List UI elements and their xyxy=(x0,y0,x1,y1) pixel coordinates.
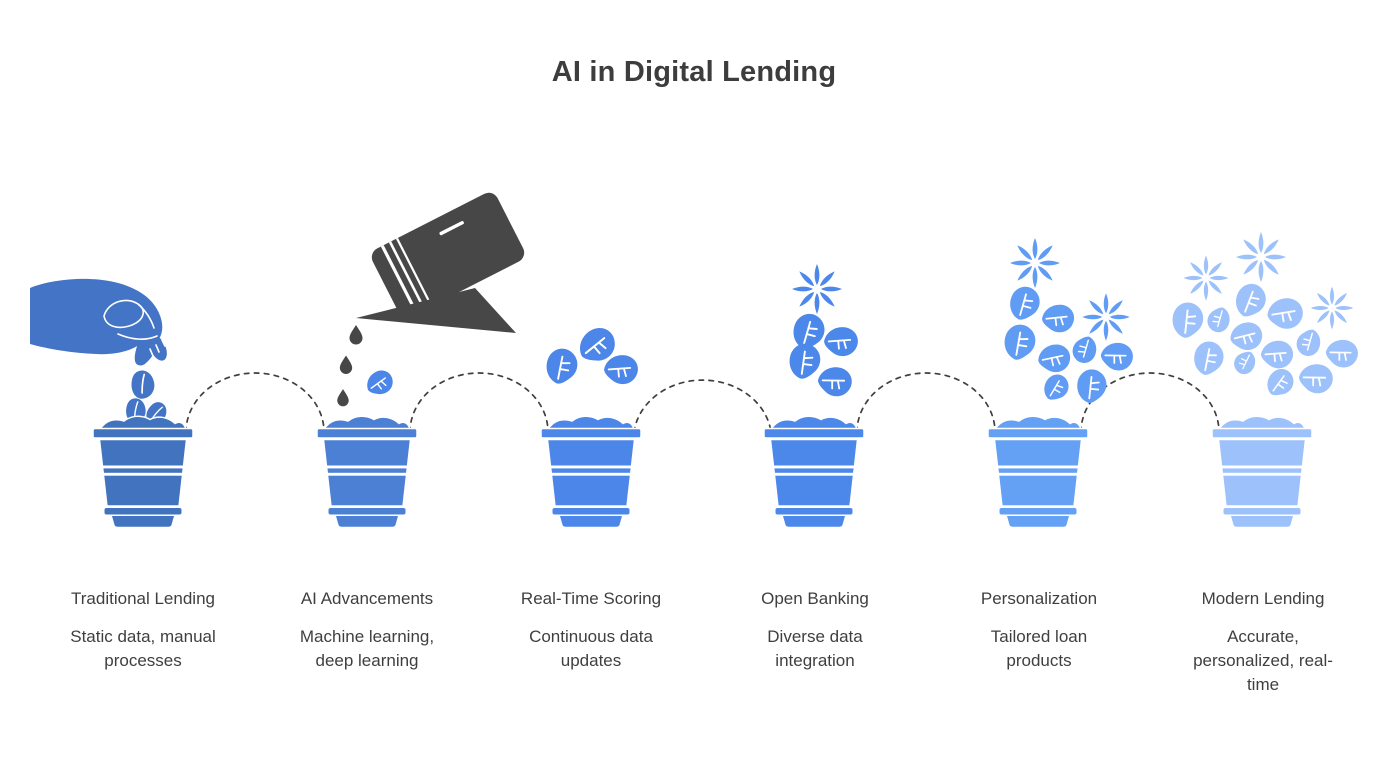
pot-icon xyxy=(541,416,641,527)
stage-description: Static data, manual processes xyxy=(70,627,216,671)
stage-label-real-time-scoring: Real-Time Scoring Continuous data update… xyxy=(479,588,703,697)
stage-illustration-open-banking xyxy=(764,264,864,527)
leaf-icon xyxy=(537,342,585,389)
pot-icon xyxy=(1212,416,1312,527)
pot-icon xyxy=(988,416,1088,527)
stage-label-ai-advancements: AI Advancements Machine learning, deep l… xyxy=(255,588,479,697)
leaf-icon xyxy=(1294,355,1340,401)
water-drop-icon xyxy=(337,389,349,407)
connector-arc xyxy=(185,372,325,433)
leaf-icon xyxy=(1256,332,1300,376)
leaf-icon xyxy=(1321,331,1365,375)
leaf-icon xyxy=(1002,280,1047,324)
leaf-icon xyxy=(1068,362,1114,408)
stage-name: Traditional Lending xyxy=(71,589,215,608)
leaf-icon xyxy=(1228,278,1272,321)
stage-description: Machine learning, deep learning xyxy=(299,627,435,671)
stage-label-personalization: Personalization Tailored loan products xyxy=(927,588,1151,697)
full-bloom-icon xyxy=(1163,232,1365,401)
leaf-icon xyxy=(1230,349,1260,378)
growth-illustration xyxy=(30,192,1365,560)
stage-illustration-traditional-lending xyxy=(30,278,193,527)
pot-icon xyxy=(764,416,864,527)
leaf-icon xyxy=(813,358,859,404)
leaf-icon xyxy=(1096,334,1140,378)
leaf-icon xyxy=(995,317,1043,365)
leaf-icon xyxy=(1262,289,1310,337)
stage-description: Tailored loan products xyxy=(990,627,1088,671)
flower-and-leaves-icon xyxy=(780,264,865,404)
flower-icon xyxy=(792,264,842,314)
stage-name: Modern Lending xyxy=(1201,589,1325,608)
flower-icon xyxy=(1082,293,1130,341)
sprouting-leaves-icon xyxy=(537,325,645,392)
leaf-icon xyxy=(1040,371,1073,403)
stage-name: Personalization xyxy=(980,589,1098,608)
hand-planting-seed-icon xyxy=(30,278,170,428)
leaf-icon xyxy=(578,325,618,364)
leaf-icon xyxy=(1185,335,1231,380)
connector-arc xyxy=(633,379,772,433)
water-drop-icon xyxy=(349,325,363,345)
leaf-icon xyxy=(819,318,865,364)
stage-label-modern-lending: Modern Lending Accurate, personalized, r… xyxy=(1151,588,1375,697)
flower-icon xyxy=(1236,232,1286,282)
stage-description: Diverse data integration xyxy=(767,627,863,671)
page-title: AI in Digital Lending xyxy=(551,56,837,88)
stage-label-open-banking: Open Banking Diverse data integration xyxy=(703,588,927,697)
stage-labels: Traditional Lending Static data, manual … xyxy=(31,588,1375,697)
stage-name: Open Banking xyxy=(761,589,869,608)
stage-illustration-modern-lending xyxy=(1163,232,1365,527)
connector-arcs xyxy=(185,372,1220,433)
leaf-icon xyxy=(1264,366,1297,398)
leaf-icon xyxy=(1037,296,1081,340)
flower-icon xyxy=(1010,238,1060,288)
stage-name: AI Advancements xyxy=(300,589,434,608)
flower-icon xyxy=(1183,255,1229,301)
leaf-icon xyxy=(1034,337,1077,379)
stage-name: Real-Time Scoring xyxy=(520,589,662,608)
pot-icon xyxy=(93,416,193,527)
stage-illustration-personalization xyxy=(988,238,1140,527)
leaf-icon xyxy=(365,367,395,397)
leaf-icon xyxy=(1163,295,1211,343)
seed-icon xyxy=(127,367,159,402)
connector-arc xyxy=(856,372,996,433)
stage-illustration-ai-advancements xyxy=(317,192,525,527)
leaf-icon xyxy=(1291,326,1327,361)
leaf-icon xyxy=(1202,304,1236,337)
stage-description: Accurate, personalized, real- time xyxy=(1193,627,1333,695)
stage-illustration-real-time-scoring xyxy=(537,325,645,527)
leaf-icon xyxy=(1226,315,1268,357)
pot-icon xyxy=(317,416,417,527)
stage-label-traditional-lending: Traditional Lending Static data, manual … xyxy=(31,588,255,697)
water-drop-icon xyxy=(339,355,353,374)
leaf-icon xyxy=(1067,333,1103,368)
connector-arc xyxy=(409,372,549,433)
connector-arc xyxy=(1080,372,1220,433)
watering-bag-icon xyxy=(337,192,525,407)
flower-icon xyxy=(1310,286,1354,330)
stage-description: Continuous data updates xyxy=(529,627,653,671)
two-flowers-leaves-icon xyxy=(995,238,1140,408)
